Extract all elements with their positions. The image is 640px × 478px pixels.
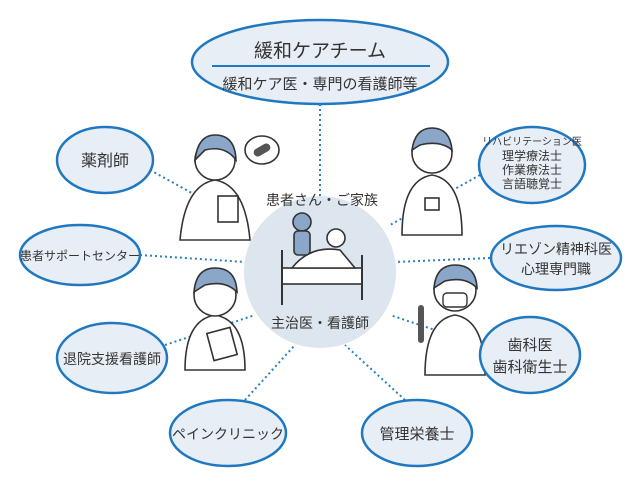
label-pt: 理学療法士 — [502, 148, 562, 163]
node-dietitian: 管理栄養士 — [360, 398, 474, 468]
label-pharmacist: 薬剤師 — [81, 151, 129, 170]
link-pain — [244, 344, 296, 401]
label-dentist: 歯科医 — [507, 336, 552, 354]
node-support-center: 患者サポートセンター — [18, 223, 142, 287]
dentist-illustration — [418, 264, 486, 376]
link-support — [139, 254, 246, 263]
link-liaison — [394, 257, 491, 263]
center-bottom-label: 主治医・看護師 — [271, 316, 369, 332]
label-ot: 作業療法士 — [502, 163, 562, 177]
label-st: 言語聴覚士 — [502, 176, 562, 191]
node-rehab: リハビリテーション医 理学療法士 作業療法士 言語聴覚士 — [477, 125, 587, 205]
nurse-illustration — [184, 267, 246, 371]
team-subtitle: 緩和ケア医・専門の看護師等 — [222, 75, 417, 93]
team-node: 緩和ケアチーム 緩和ケア医・専門の看護師等 — [190, 18, 450, 106]
label-dental-hygienist: 歯科衛生士 — [492, 358, 567, 376]
link-discharge — [164, 314, 256, 346]
label-dietitian: 管理栄養士 — [379, 425, 454, 443]
center-top-label: 患者さん・ご家族 — [266, 192, 378, 209]
label-psychologist: 心理専門職 — [521, 262, 591, 278]
label-support-center: 患者サポートセンター — [20, 249, 140, 263]
node-dental: 歯科医 歯科衛生士 — [478, 315, 582, 395]
link-dietitian — [344, 344, 406, 401]
patient-bed-illustration — [281, 212, 363, 305]
label-pain-clinic: ペインクリニック — [172, 427, 284, 443]
pharmacist-illustration — [179, 134, 280, 241]
center-node: 患者さん・ご家族 主治医・看護師 — [244, 192, 396, 348]
node-pain-clinic: ペインクリニック — [168, 398, 288, 468]
node-discharge-nurse: 退院支援看護師 — [55, 321, 169, 395]
rehab-staff-illustration — [401, 127, 463, 236]
node-liaison: リエゾン精神科医 心理専門職 — [489, 224, 623, 292]
label-discharge-nurse: 退院支援看護師 — [63, 352, 161, 368]
label-rehab-doctor: リハビリテーション医 — [482, 136, 582, 148]
node-pharmacist: 薬剤師 — [55, 125, 155, 195]
label-liaison: リエゾン精神科医 — [500, 242, 612, 258]
team-title: 緩和ケアチーム — [254, 40, 386, 62]
